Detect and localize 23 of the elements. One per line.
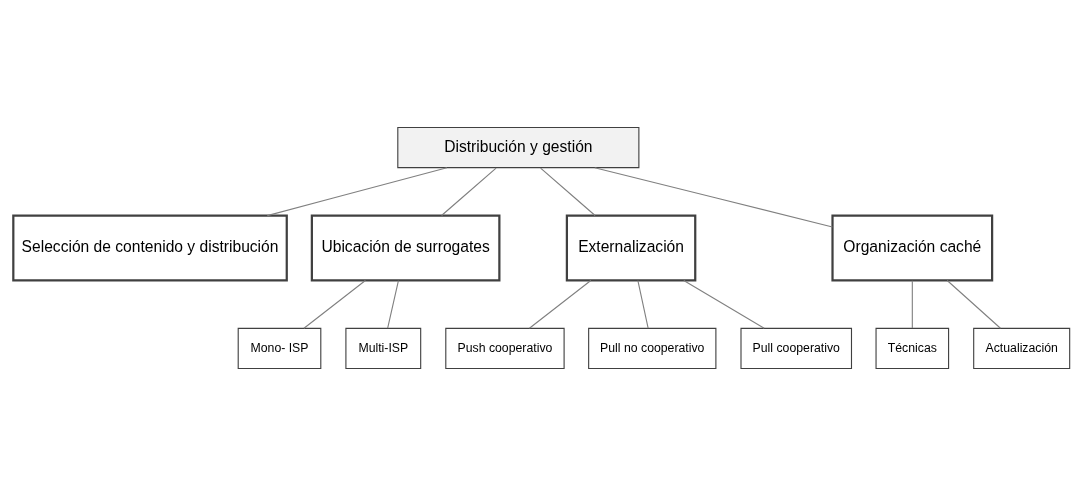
connector [594,166,833,227]
connector [266,166,448,216]
node-box: Pull cooperativo [740,327,853,369]
node-box: Pull no cooperativo [588,327,717,369]
node-box: Organización caché [831,214,994,281]
connector [387,279,399,329]
connector [683,279,765,329]
connector [540,167,596,216]
connector [528,279,592,329]
connector [441,167,497,216]
connector [946,279,1001,329]
node-box: Distribución y gestión [397,126,640,168]
node-box: Ubicación de surrogates [310,214,501,281]
connector [637,279,649,329]
node-box: Técnicas [875,327,950,369]
node-box: Mono- ISP [237,327,322,369]
node-box: Push cooperativo [445,327,565,369]
connector [911,279,913,329]
node-box: Actualización [973,327,1071,369]
connector [303,279,366,329]
node-box: Selección de contenido y distribución [12,214,288,281]
node-box: Multi-ISP [345,327,422,369]
node-box: Externalización [565,214,697,281]
